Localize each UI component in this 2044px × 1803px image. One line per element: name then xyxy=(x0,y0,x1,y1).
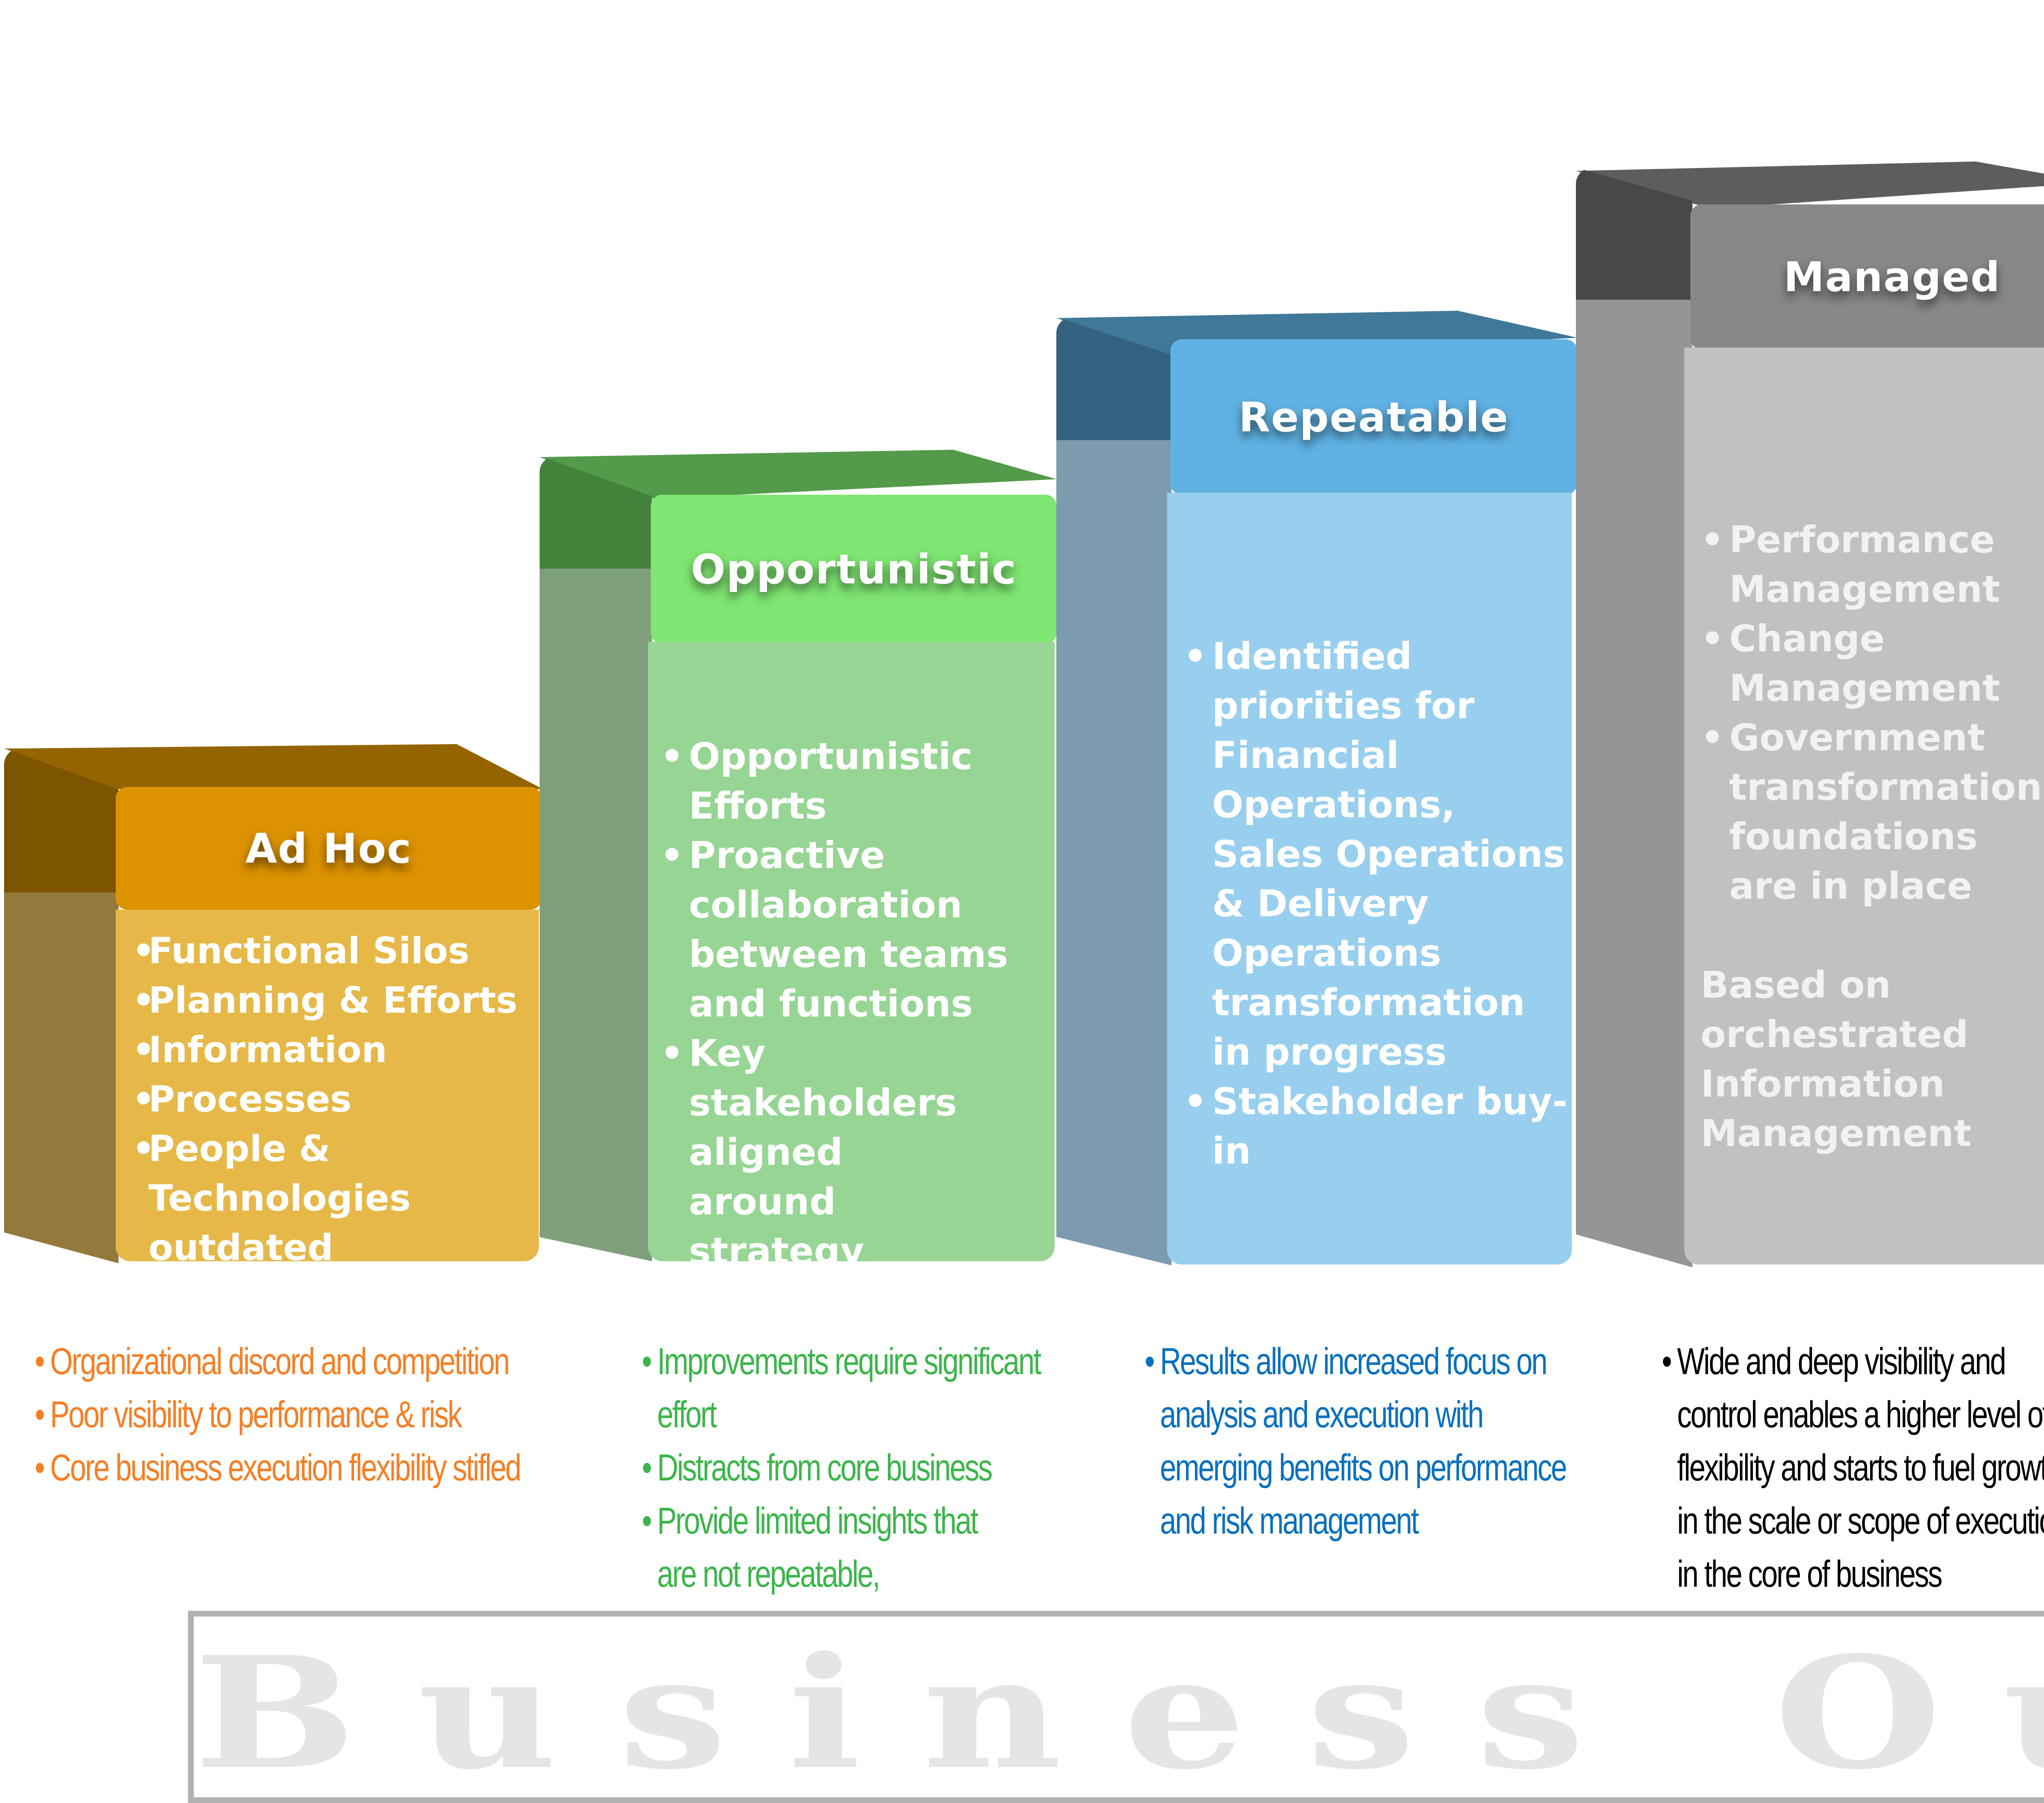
repeatable-header: Repeatable xyxy=(1170,339,1577,495)
managed-capabilities: Performance Management Change Management… xyxy=(1701,515,2042,1158)
capability-item: Performance Management xyxy=(1701,515,2000,614)
capability-item: Stakeholder buy-in xyxy=(1183,1077,1568,1176)
outcome-item: Core business execution flexibility stif… xyxy=(35,1441,641,1494)
repeatable-body: Identified priorities for Financial Oper… xyxy=(1167,493,1572,1265)
managed-outcomes: Wide and deep visibility and control ena… xyxy=(1662,1335,2044,1601)
opportunistic-side-face xyxy=(540,456,652,1261)
repeatable-side-face xyxy=(1056,317,1172,1265)
managed-note: Based on orchestrated Information Manage… xyxy=(1701,964,1972,1155)
ad-hoc-side-face xyxy=(4,748,119,1263)
repeatable-title: Repeatable xyxy=(1239,393,1509,441)
capability-item: Functional Silos xyxy=(132,926,539,976)
managed-side-face xyxy=(1576,168,1692,1267)
capability-item: Opportunistic Efforts xyxy=(660,732,1057,831)
ad-hoc-capabilities: Functional Silos Planning & Efforts Info… xyxy=(132,926,539,1272)
opportunistic-capabilities: Opportunistic Efforts Proactive collabor… xyxy=(660,732,1057,1424)
ad-hoc-body: Functional Silos Planning & Efforts Info… xyxy=(116,910,539,1269)
capability-item: Information xyxy=(132,1025,539,1074)
ad-hoc-outcomes: Organizational discord and competition P… xyxy=(35,1335,641,1494)
outcome-item: Poor visibility to performance & risk xyxy=(35,1388,641,1441)
capability-item: Government transformation foundations ar… xyxy=(1701,713,2042,911)
capability-item: Identified priorities for Financial Oper… xyxy=(1183,632,1568,1077)
opportunistic-body: Opportunistic Efforts Proactive collabor… xyxy=(648,642,1055,1421)
opportunistic-header: Opportunistic xyxy=(651,495,1057,644)
capability-item: Proactive collaboration between teams an… xyxy=(660,831,1057,1029)
outcome-item: Wide and deep visibility and control ena… xyxy=(1662,1335,2044,1601)
opportunistic-title: Opportunistic xyxy=(690,545,1017,593)
business-outcome-banner: Business Outcome xyxy=(188,1611,2044,1803)
capability-item: Key stakeholders aligned around strategy xyxy=(660,1029,975,1276)
capability-item: Planning & Efforts xyxy=(132,976,539,1025)
outcome-item: Improvements require significant effort xyxy=(642,1335,1088,1441)
repeatable-capabilities: Identified priorities for Financial Oper… xyxy=(1183,632,1568,1176)
capability-item: Change Management xyxy=(1701,614,2000,713)
managed-header: Managed xyxy=(1690,204,2044,350)
capability-item: Processes xyxy=(132,1074,539,1124)
capability-item: People & Technologies outdated xyxy=(132,1124,508,1272)
outcome-item: Distracts from core business xyxy=(642,1441,1088,1494)
outcome-item: Results allow increased focus on analysi… xyxy=(1145,1335,1591,1547)
ad-hoc-header: Ad Hoc xyxy=(116,787,542,910)
ad-hoc-title: Ad Hoc xyxy=(245,824,412,872)
managed-body: Performance Management Change Management… xyxy=(1684,348,2044,1265)
outcome-item: Organizational discord and competition xyxy=(35,1335,641,1388)
repeatable-outcomes: Results allow increased focus on analysi… xyxy=(1145,1335,1591,1547)
banner-text: Business Outcome xyxy=(194,1623,2044,1803)
managed-title: Managed xyxy=(1784,253,2001,301)
